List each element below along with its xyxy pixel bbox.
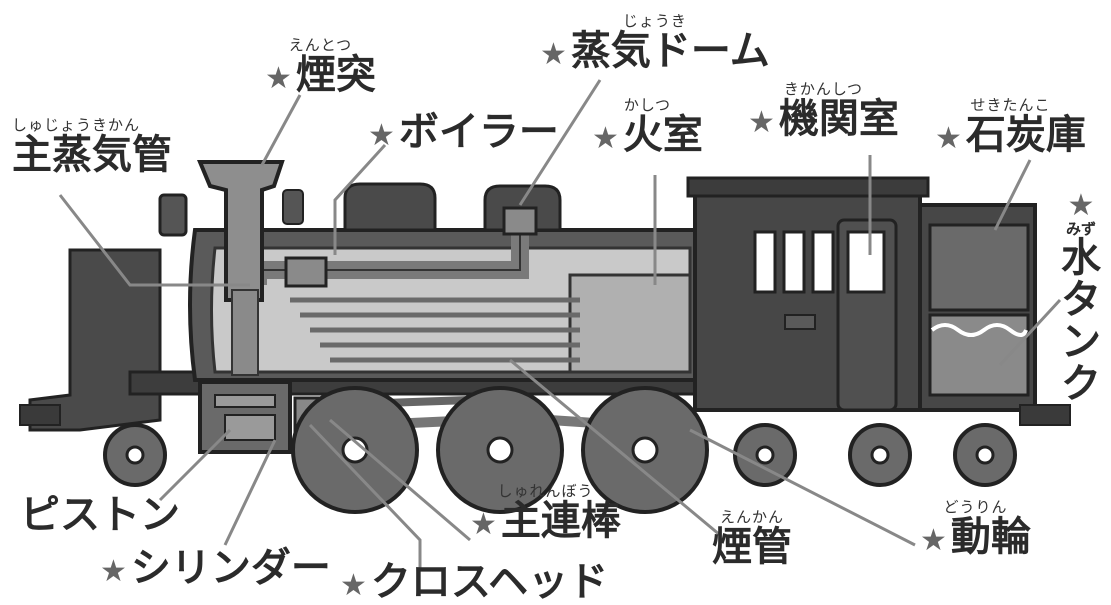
cab-window-2 — [782, 230, 806, 294]
leader-enkan — [509, 358, 721, 537]
label-mizutank: ★ みず 水 タ ン ク — [1058, 190, 1104, 405]
dome-valve — [502, 206, 538, 236]
label-kikanshitsu: きかんしつ ★機関室 — [748, 80, 899, 142]
front-coupler — [19, 404, 61, 426]
label-shujokikan: しゅじょうきかん 主蒸気管 — [12, 116, 172, 178]
firebox-area — [568, 273, 692, 374]
leader-sekitanko — [993, 159, 1032, 231]
smoke-tubes — [290, 297, 580, 363]
text-mizutank-ku: ク — [1061, 361, 1101, 408]
star-icon: ★ — [368, 118, 395, 153]
text-mizutank-kanji: 水 — [1061, 235, 1101, 282]
ruby-mizutank: みず — [1065, 219, 1096, 238]
ruby-kikanshitsu: きかんしつ — [783, 80, 863, 98]
ruby-dorin: どうりん — [943, 498, 1008, 516]
leader-entotsu — [260, 94, 302, 166]
text-joki-dome: 蒸気ドーム — [570, 28, 770, 74]
star-icon: ★ — [592, 121, 619, 156]
label-piston: ピストン — [20, 495, 180, 535]
whistle — [282, 189, 304, 225]
leader-cylinder — [223, 439, 277, 546]
star-icon: ★ — [935, 121, 962, 156]
front-lamp — [158, 193, 188, 237]
text-kikanshitsu: 機関室 — [778, 96, 899, 142]
smokestack — [197, 160, 285, 302]
label-sekitanko: せきたんこ ★石炭庫 — [935, 96, 1086, 158]
cab-window-3 — [811, 230, 835, 294]
ruby-joki-dome: じょうき — [622, 12, 687, 30]
text-kashitsu: 火室 — [622, 112, 703, 158]
cab-window-1 — [753, 230, 777, 294]
text-entotsu: 煙突 — [295, 52, 376, 98]
pipe-joint — [284, 256, 328, 288]
water-wave — [930, 323, 1028, 337]
label-boiler: ★ボイラー — [368, 112, 559, 152]
text-enkan: 煙管 — [712, 524, 792, 570]
ruby-sekitanko: せきたんこ — [970, 96, 1051, 114]
star-icon: ★ — [540, 37, 567, 72]
star-icon: ★ — [1067, 188, 1095, 223]
leader-boiler — [333, 143, 387, 255]
label-kashitsu: かしつ ★火室 — [592, 96, 703, 158]
star-icon: ★ — [265, 61, 292, 96]
label-joki-dome: じょうき ★蒸気ドーム — [540, 12, 770, 74]
star-icon: ★ — [340, 568, 367, 603]
leader-joki-dome — [518, 79, 602, 206]
leader-dorin — [689, 428, 916, 547]
leader-shujokikan — [58, 194, 250, 287]
sand-dome — [343, 182, 437, 232]
text-mizutank-ta: タ — [1061, 277, 1101, 324]
ruby-shurenbo: しゅれんぼう — [497, 482, 594, 500]
label-entotsu: えんとつ ★煙突 — [265, 36, 376, 98]
piston-head — [214, 394, 276, 408]
text-shurenbo: 主連棒 — [500, 498, 621, 544]
star-icon: ★ — [920, 523, 947, 558]
text-sekitanko: 石炭庫 — [965, 112, 1086, 158]
ruby-entotsu: えんとつ — [288, 36, 353, 54]
label-dorin: どうりん ★動輪 — [920, 498, 1031, 560]
stack-pipe-down — [231, 289, 259, 376]
text-shujokikan: 主蒸気管 — [12, 132, 172, 178]
star-icon: ★ — [100, 554, 127, 589]
label-cylinder: ★シリンダー — [100, 548, 331, 588]
star-icon: ★ — [470, 507, 497, 542]
text-boiler: ボイラー — [398, 109, 559, 155]
ruby-shujokikan: しゅじょうきかん — [12, 116, 141, 134]
leader-shurenbo — [329, 418, 471, 542]
star-icon: ★ — [748, 105, 775, 140]
text-piston: ピストン — [20, 492, 180, 538]
cab-roof — [686, 176, 930, 198]
text-cylinder: シリンダー — [130, 545, 331, 591]
cylinder-bore — [224, 414, 276, 441]
water-tank — [928, 313, 1030, 397]
label-enkan: えんかん 煙管 — [712, 508, 792, 570]
leader-mizutank — [998, 298, 1062, 367]
leader-crosshead — [308, 423, 422, 570]
text-mizutank-n: ン — [1061, 319, 1101, 366]
rear-coupler — [1019, 404, 1071, 426]
coal-bunker — [928, 223, 1030, 312]
label-crosshead: ★クロスヘッド — [340, 562, 608, 602]
cab-door-window — [846, 230, 886, 294]
front-pilot — [28, 248, 162, 432]
wheel-hubs — [125, 436, 995, 465]
label-shurenbo: しゅれんぼう ★主連棒 — [470, 482, 621, 544]
leader-piston — [158, 428, 232, 502]
ruby-kashitsu: かしつ — [623, 96, 671, 114]
text-crosshead: クロスヘッド — [370, 559, 609, 605]
cab-plate — [784, 314, 816, 330]
locomotive-illustration — [19, 79, 1071, 570]
text-dorin: 動輪 — [950, 514, 1031, 560]
leader-lines — [58, 79, 1062, 570]
ruby-enkan: えんかん — [719, 508, 784, 526]
